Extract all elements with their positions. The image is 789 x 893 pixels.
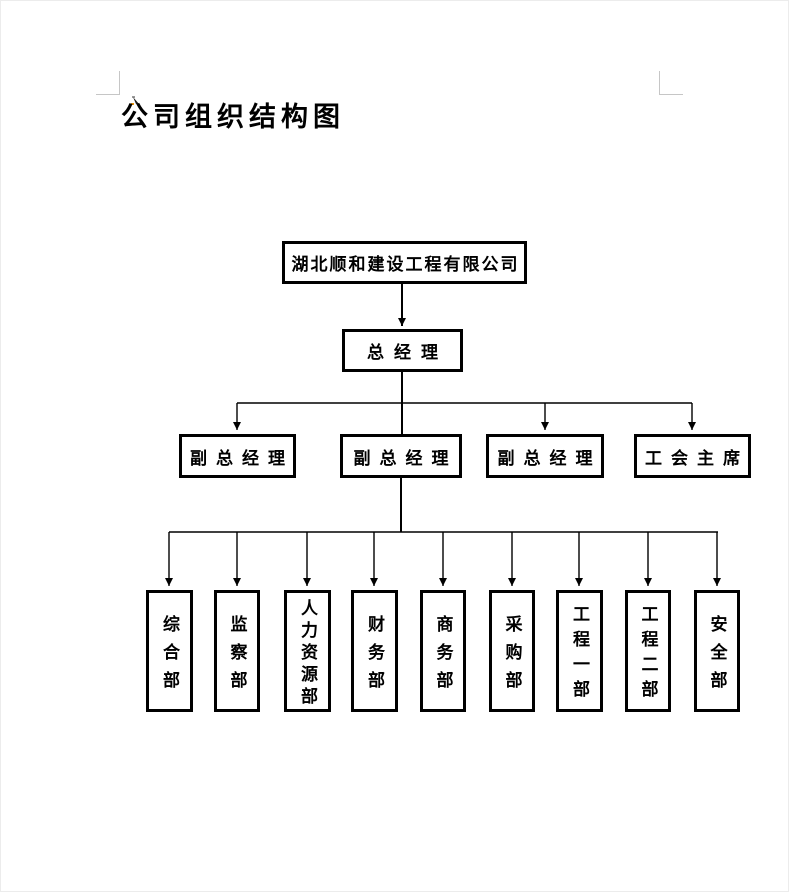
org-box-deputy-gm-3: 副总经理 bbox=[486, 434, 604, 478]
org-box-dept-safety: 安全部 bbox=[694, 590, 740, 712]
org-box-company-label: 湖北顺和建设工程有限公司 bbox=[291, 255, 520, 274]
org-box-union-chairman: 工会主席 bbox=[634, 434, 751, 478]
org-box-dept-general-affairs: 综合部 bbox=[146, 590, 193, 712]
org-box-dept-general-affairs-label: 综合部 bbox=[160, 614, 179, 699]
org-box-dept-engineering-1-label: 工程一部 bbox=[570, 605, 589, 705]
margin-corner-mark-left bbox=[96, 71, 120, 95]
org-box-dept-engineering-1: 工程一部 bbox=[556, 590, 603, 712]
org-box-dept-engineering-2-label: 工程二部 bbox=[638, 605, 658, 705]
org-box-general-manager: 总经理 bbox=[342, 329, 463, 372]
org-box-union-chairman-label: 工会主席 bbox=[645, 448, 749, 468]
org-box-dept-human-resources-label: 人力资源部 bbox=[298, 598, 317, 709]
org-box-company: 湖北顺和建设工程有限公司 bbox=[282, 241, 527, 284]
org-box-dept-supervision-label: 监察部 bbox=[227, 614, 247, 699]
org-box-dept-finance: 财务部 bbox=[351, 590, 398, 712]
org-box-dept-supervision: 监察部 bbox=[214, 590, 260, 712]
org-box-dept-procurement: 采购部 bbox=[489, 590, 535, 712]
org-box-dept-human-resources: 人力资源部 bbox=[284, 590, 331, 712]
org-box-deputy-gm-2-label: 副总经理 bbox=[353, 448, 458, 468]
page-title: 公司组织结构图 bbox=[121, 102, 345, 132]
margin-corner-mark-right bbox=[659, 71, 683, 95]
org-box-deputy-gm-2: 副总经理 bbox=[340, 434, 462, 478]
org-box-dept-procurement-label: 采购部 bbox=[502, 614, 522, 699]
object-anchor-icon bbox=[131, 93, 141, 105]
org-box-dept-engineering-2: 工程二部 bbox=[625, 590, 671, 712]
org-box-general-manager-label: 总经理 bbox=[367, 343, 448, 362]
org-box-deputy-gm-1-label: 副总经理 bbox=[190, 448, 294, 468]
org-box-dept-commerce: 商务部 bbox=[420, 590, 466, 712]
org-box-deputy-gm-3-label: 副总经理 bbox=[497, 448, 602, 468]
org-box-deputy-gm-1: 副总经理 bbox=[179, 434, 296, 478]
org-box-dept-safety-label: 安全部 bbox=[707, 614, 727, 699]
org-box-dept-finance-label: 财务部 bbox=[365, 614, 384, 699]
org-box-dept-commerce-label: 商务部 bbox=[433, 614, 453, 699]
